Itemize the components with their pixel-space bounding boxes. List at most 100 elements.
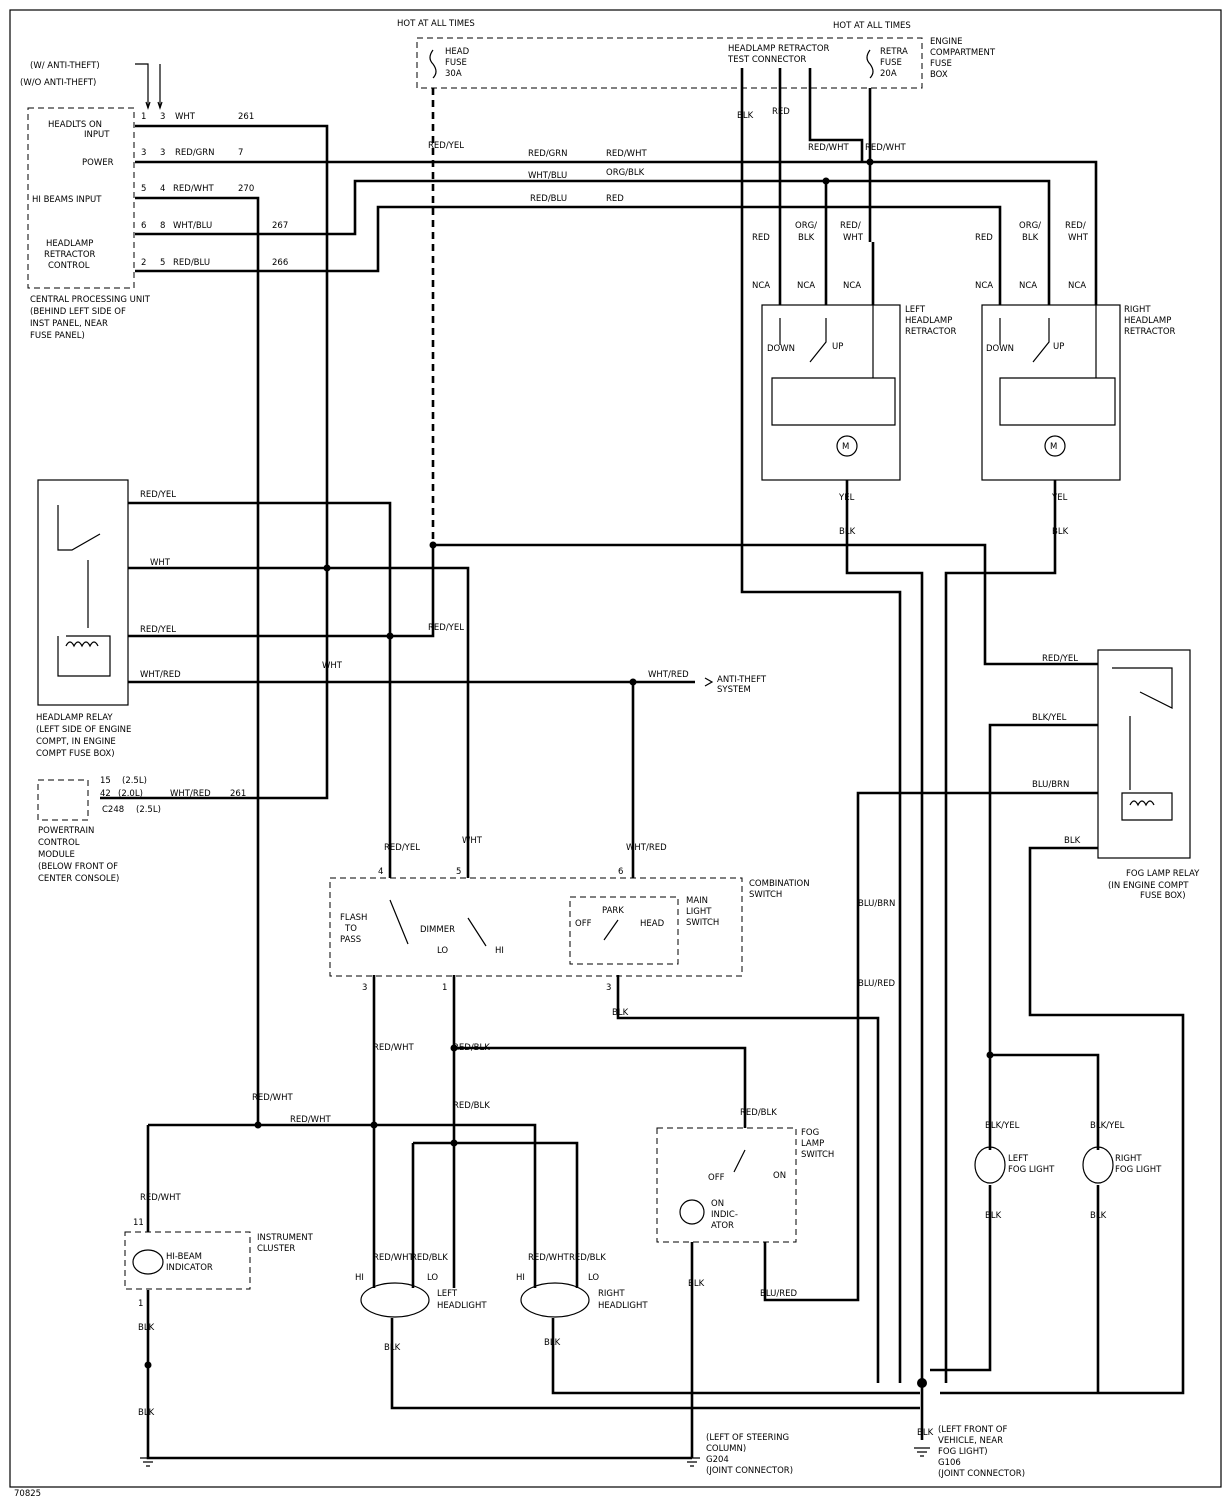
label-51: RED/WHT [865, 143, 906, 153]
label-189: HEADLIGHT [437, 1301, 487, 1311]
label-54: WHT/BLU [528, 171, 567, 181]
label-77: RIGHT [1124, 305, 1151, 315]
label-7: RETRA [880, 47, 908, 57]
label-136: HI [495, 946, 504, 956]
label-197: COLUMN) [706, 1444, 746, 1454]
label-164: BLK/YEL [1090, 1121, 1125, 1131]
label-115: 261 [230, 789, 246, 799]
label-28: POWER [82, 158, 114, 168]
label-165: LEFT [1008, 1154, 1029, 1164]
label-45: INST PANEL, NEAR [30, 319, 108, 329]
label-134: DIMMER [420, 925, 455, 935]
label-118: POWERTRAIN [38, 826, 94, 836]
label-29: HI BEAMS INPUT [32, 195, 102, 205]
label-150: BLU/RED [858, 979, 896, 989]
label-82: DOWN [986, 344, 1014, 354]
label-187: LO [588, 1273, 599, 1283]
label-121: (BELOW FRONT OF [38, 862, 118, 872]
label-59: ORG/ [795, 221, 817, 231]
label-198: G204 [706, 1455, 729, 1465]
label-65: BLK [1022, 233, 1039, 243]
label-104: BLK/YEL [1032, 713, 1067, 723]
label-109: FUSE BOX) [1140, 891, 1186, 901]
label-26: HEADLTS ON [48, 120, 102, 130]
label-84: M [842, 442, 849, 452]
label-25: 5 [160, 258, 165, 268]
label-192: BLK [384, 1343, 401, 1353]
label-141: LIGHT [686, 907, 712, 917]
label-193: BLK [544, 1338, 561, 1348]
label-35: RED/GRN [175, 148, 215, 158]
label-94: RED/YEL [428, 623, 464, 633]
label-92: RED/YEL [140, 625, 176, 635]
label-196: (LEFT OF STEERING [706, 1433, 789, 1443]
label-116: C248 [102, 805, 124, 815]
label-70: NCA [843, 281, 861, 291]
label-174: CLUSTER [257, 1244, 295, 1254]
label-173: INSTRUMENT [257, 1233, 314, 1243]
label-203: FOG LIGHT) [938, 1447, 988, 1457]
label-24: 2 [141, 258, 146, 268]
label-85: M [1050, 442, 1057, 452]
label-10: ENGINE [930, 37, 963, 47]
label-139: HEAD [640, 919, 665, 929]
label-76: RETRACTOR [905, 327, 957, 337]
label-130: SWITCH [749, 890, 782, 900]
label-205: (JOINT CONNECTOR) [938, 1469, 1025, 1479]
label-131: FLASH [340, 913, 367, 923]
label-71: NCA [975, 281, 993, 291]
label-117: (2.5L) [136, 805, 161, 815]
label-166: FOG LIGHT [1008, 1165, 1055, 1175]
label-90: RED/YEL [140, 490, 176, 500]
label-38: 270 [238, 184, 254, 194]
label-148: BLK [612, 1008, 629, 1018]
label-20: 5 [141, 184, 146, 194]
label-41: RED/BLU [173, 258, 210, 268]
label-123: RED/YEL [384, 843, 420, 853]
label-15: (W/O ANTI-THEFT) [20, 78, 96, 88]
label-61: RED/ [840, 221, 861, 231]
label-53: RED/WHT [606, 149, 647, 159]
label-2: FUSE [445, 58, 467, 68]
label-182: RED/WHT [528, 1253, 569, 1263]
label-30: HEADLAMP [46, 239, 93, 249]
label-75: HEADLAMP [905, 316, 952, 326]
label-8: FUSE [880, 58, 902, 68]
label-171: RED/WHT [140, 1193, 181, 1203]
label-119: CONTROL [38, 838, 80, 848]
label-55: ORG/BLK [606, 168, 645, 178]
label-79: RETRACTOR [1124, 327, 1176, 337]
label-191: HEADLIGHT [598, 1301, 648, 1311]
label-11: COMPARTMENT [930, 48, 996, 58]
fog-lamp-relay-box [1097, 649, 1191, 859]
label-87: BLK [839, 527, 856, 537]
label-112: 42 [100, 789, 111, 799]
label-194: BLK [688, 1279, 705, 1289]
label-155: FOG [801, 1128, 819, 1138]
label-107: FOG LAMP RELAY [1126, 869, 1200, 879]
label-129: COMBINATION [749, 879, 810, 889]
label-36: 7 [238, 148, 243, 158]
label-120: MODULE [38, 850, 75, 860]
label-43: CENTRAL PROCESSING UNIT [30, 295, 151, 305]
components [57, 49, 1173, 1318]
label-202: VEHICLE, NEAR [938, 1436, 1003, 1446]
label-95: WHT [322, 661, 343, 671]
engine-fuse-box-outline [416, 37, 923, 89]
label-161: INDIC- [711, 1210, 738, 1220]
label-66: RED/ [1065, 221, 1086, 231]
label-106: BLK [1064, 836, 1081, 846]
label-177: 1 [138, 1299, 143, 1309]
label-99: COMPT FUSE BOX) [36, 749, 115, 759]
label-88: YEL [1051, 493, 1068, 503]
label-179: BLK [138, 1408, 155, 1418]
label-64: ORG/ [1019, 221, 1041, 231]
label-160: ON [711, 1199, 724, 1209]
label-108: (IN ENGINE COMPT [1108, 881, 1189, 891]
label-143: 3 [362, 983, 367, 993]
label-69: NCA [797, 281, 815, 291]
label-195: BLU/RED [760, 1289, 798, 1299]
label-156: LAMP [801, 1139, 824, 1149]
